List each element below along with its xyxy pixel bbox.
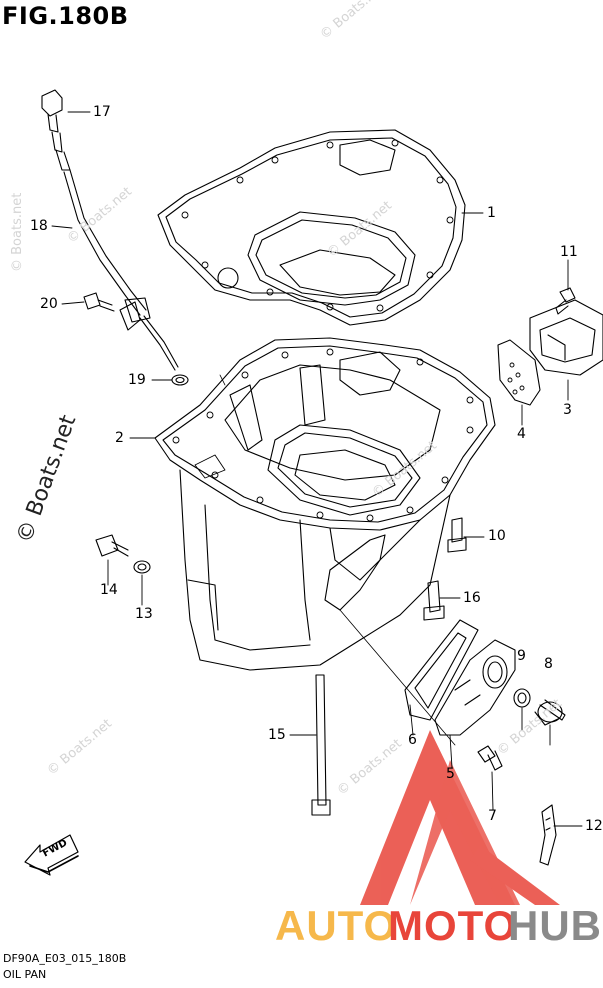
figure-code: DF90A_E03_015_180B <box>3 952 127 965</box>
forward-arrow <box>24 834 79 876</box>
callout-12[interactable]: 12 <box>585 818 603 834</box>
figure-title: FIG.180B <box>2 2 129 30</box>
logo-text-auto: AUTO <box>275 902 398 949</box>
part-1-gasket <box>157 129 466 326</box>
part-8-drain-plug <box>534 699 566 726</box>
callout-13[interactable]: 13 <box>135 606 153 622</box>
part-9-washer <box>513 688 531 708</box>
leader-lines <box>51 111 583 827</box>
part-20-bolt <box>83 292 115 312</box>
watermark: © Boats.net <box>10 192 25 272</box>
callout-11[interactable]: 11 <box>560 244 578 260</box>
part-4-gasket <box>497 339 541 406</box>
callout-15[interactable]: 15 <box>268 727 286 743</box>
callout-3[interactable]: 3 <box>563 402 572 418</box>
part-19-o-ring <box>171 374 189 386</box>
callout-8[interactable]: 8 <box>544 656 553 672</box>
callout-10[interactable]: 10 <box>488 528 506 544</box>
callout-20[interactable]: 20 <box>40 296 58 312</box>
part-15-long-bolt <box>311 674 331 816</box>
part-3-cover <box>529 299 603 376</box>
part-16-bolt <box>423 580 445 621</box>
callout-18[interactable]: 18 <box>30 218 48 234</box>
part-10-bolt <box>447 517 467 553</box>
figure-caption: OIL PAN <box>3 968 47 981</box>
part-18-dipstick-tube <box>63 169 179 371</box>
callout-5[interactable]: 5 <box>446 766 455 782</box>
callout-1[interactable]: 1 <box>487 205 496 221</box>
logo-text-moto: MOTO <box>388 902 518 949</box>
part-6-gasket <box>404 619 479 721</box>
part-17-dipstick-handle <box>41 89 71 171</box>
part-2-oil-pan <box>154 337 496 671</box>
logo-triangle <box>360 730 560 905</box>
callout-14[interactable]: 14 <box>100 582 118 598</box>
part-12-clip <box>539 804 557 866</box>
logo-text-hub: HUB <box>508 902 602 949</box>
callout-6[interactable]: 6 <box>408 732 417 748</box>
part-11-bolt <box>555 287 576 315</box>
callout-16[interactable]: 16 <box>463 590 481 606</box>
callout-2[interactable]: 2 <box>115 430 124 446</box>
part-7-bolt <box>477 745 503 771</box>
part-13-washer <box>133 560 151 574</box>
alignment-lines <box>219 374 456 746</box>
callout-4[interactable]: 4 <box>517 426 526 442</box>
callout-17[interactable]: 17 <box>93 104 111 120</box>
callout-7[interactable]: 7 <box>488 808 497 824</box>
part-14-bolt <box>95 534 129 557</box>
callout-9[interactable]: 9 <box>517 648 526 664</box>
callout-19[interactable]: 19 <box>128 372 146 388</box>
